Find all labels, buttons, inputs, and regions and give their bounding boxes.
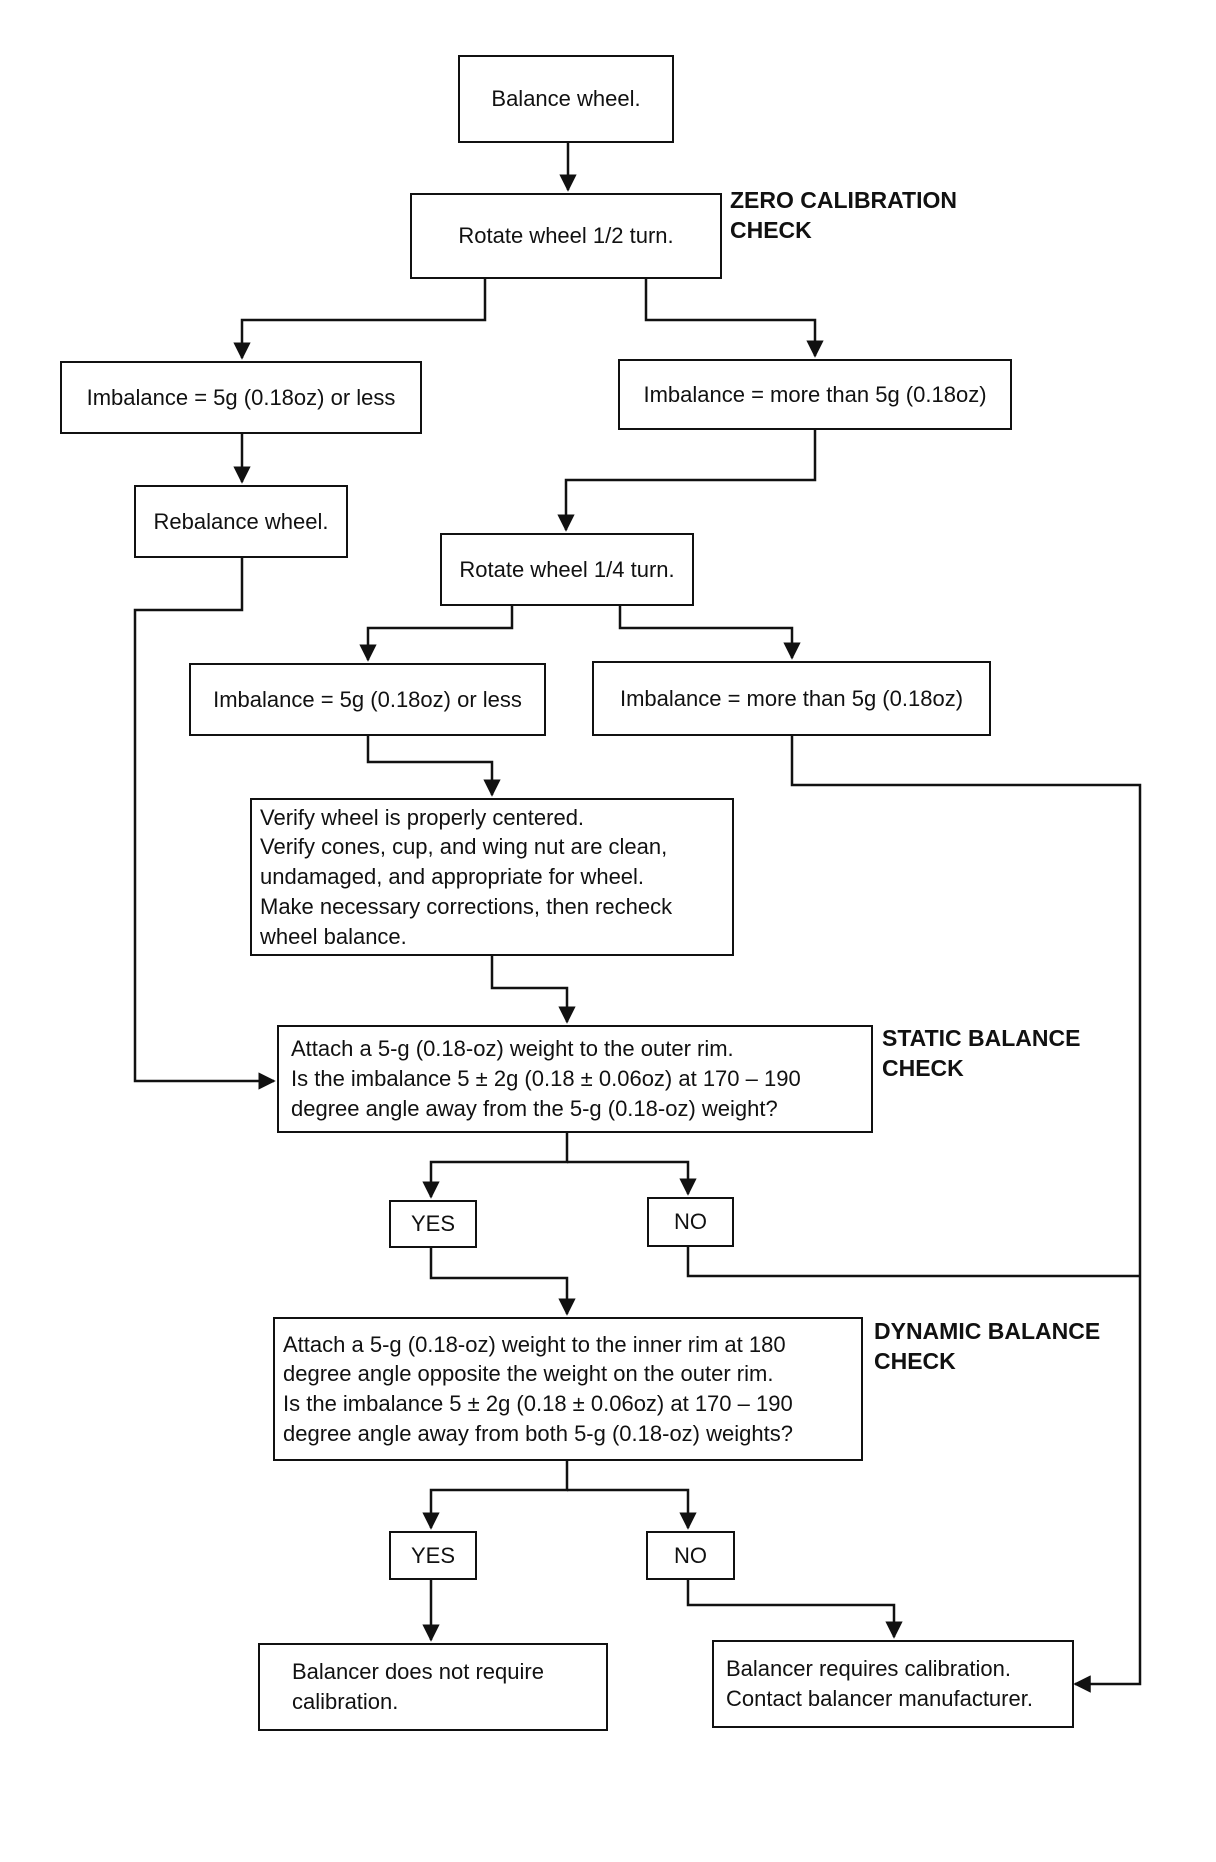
connector-no-to-requires bbox=[686, 1577, 903, 1639]
connector-no-to-right-line bbox=[686, 1244, 1140, 1278]
connector-rotate-half-to-more bbox=[644, 276, 824, 358]
connector-yes-to-dynamic bbox=[429, 1245, 576, 1316]
connector-more-to-rotate-quarter bbox=[557, 428, 817, 532]
yes-box-1: YES bbox=[389, 1200, 477, 1248]
yes-text-2: YES bbox=[410, 1542, 456, 1568]
connector-rotate-quarter-to-less bbox=[359, 604, 514, 662]
imbalance-more-text-2: Imbalance = more than 5g (0.18oz) bbox=[619, 685, 964, 711]
yes-box-2: YES bbox=[389, 1531, 477, 1580]
static-balance-label: STATIC BALANCE CHECK bbox=[882, 1025, 1081, 1081]
rotate-quarter-turn-text: Rotate wheel 1/4 turn. bbox=[459, 556, 675, 582]
imbalance-less-box-2: Imbalance = 5g (0.18oz) or less bbox=[189, 663, 546, 736]
zero-calibration-label: ZERO CALIBRATION CHECK bbox=[730, 187, 958, 243]
connector-less-to-verify bbox=[366, 734, 501, 797]
balance-wheel-box: Balance wheel. bbox=[458, 55, 674, 143]
no-box-2: NO bbox=[646, 1531, 735, 1580]
verify-wheel-box: Verify wheel is properly centered. Verif… bbox=[250, 798, 734, 956]
rotate-quarter-turn-box: Rotate wheel 1/4 turn. bbox=[440, 533, 694, 606]
imbalance-more-box-1: Imbalance = more than 5g (0.18oz) bbox=[618, 359, 1012, 430]
dynamic-balance-label: DYNAMIC BALANCE CHECK bbox=[874, 1318, 1101, 1374]
connector-verify-to-static bbox=[490, 954, 576, 1024]
imbalance-less-box-1: Imbalance = 5g (0.18oz) or less bbox=[60, 361, 422, 434]
imbalance-less-text-1: Imbalance = 5g (0.18oz) or less bbox=[86, 384, 396, 410]
connector-dynamic-to-yes bbox=[422, 1459, 569, 1530]
no-calibration-required-box: Balancer does not require calibration. bbox=[258, 1643, 608, 1731]
static-balance-check-box: Attach a 5-g (0.18-oz) weight to the out… bbox=[277, 1025, 873, 1133]
rotate-half-turn-box: Rotate wheel 1/2 turn. bbox=[410, 193, 722, 279]
connector-more-to-requires bbox=[790, 734, 1142, 1693]
rotate-half-turn-text: Rotate wheel 1/2 turn. bbox=[458, 223, 674, 249]
no-box-1: NO bbox=[647, 1197, 734, 1247]
connector-static-to-yes bbox=[422, 1131, 569, 1199]
balance-wheel-text: Balance wheel. bbox=[491, 86, 641, 112]
imbalance-more-box-2: Imbalance = more than 5g (0.18oz) bbox=[592, 661, 991, 736]
no-text-2: NO bbox=[674, 1542, 707, 1568]
connector-dynamic-to-no bbox=[567, 1488, 697, 1530]
no-text-1: NO bbox=[674, 1209, 707, 1235]
connector-rotate-half-to-less bbox=[233, 276, 487, 360]
imbalance-less-text-2: Imbalance = 5g (0.18oz) or less bbox=[213, 686, 522, 712]
dynamic-balance-check-box: Attach a 5-g (0.18-oz) weight to the inn… bbox=[273, 1317, 863, 1461]
requires-calibration-box: Balancer requires calibration. Contact b… bbox=[712, 1640, 1074, 1728]
connector-rotate-quarter-to-more bbox=[618, 604, 801, 660]
imbalance-more-text-1: Imbalance = more than 5g (0.18oz) bbox=[643, 381, 987, 407]
rebalance-wheel-box: Rebalance wheel. bbox=[134, 485, 348, 558]
connector-static-to-no bbox=[567, 1160, 697, 1196]
rebalance-wheel-text: Rebalance wheel. bbox=[153, 508, 329, 534]
yes-text-1: YES bbox=[410, 1211, 456, 1237]
connector-rebalance-to-static bbox=[133, 556, 276, 1090]
